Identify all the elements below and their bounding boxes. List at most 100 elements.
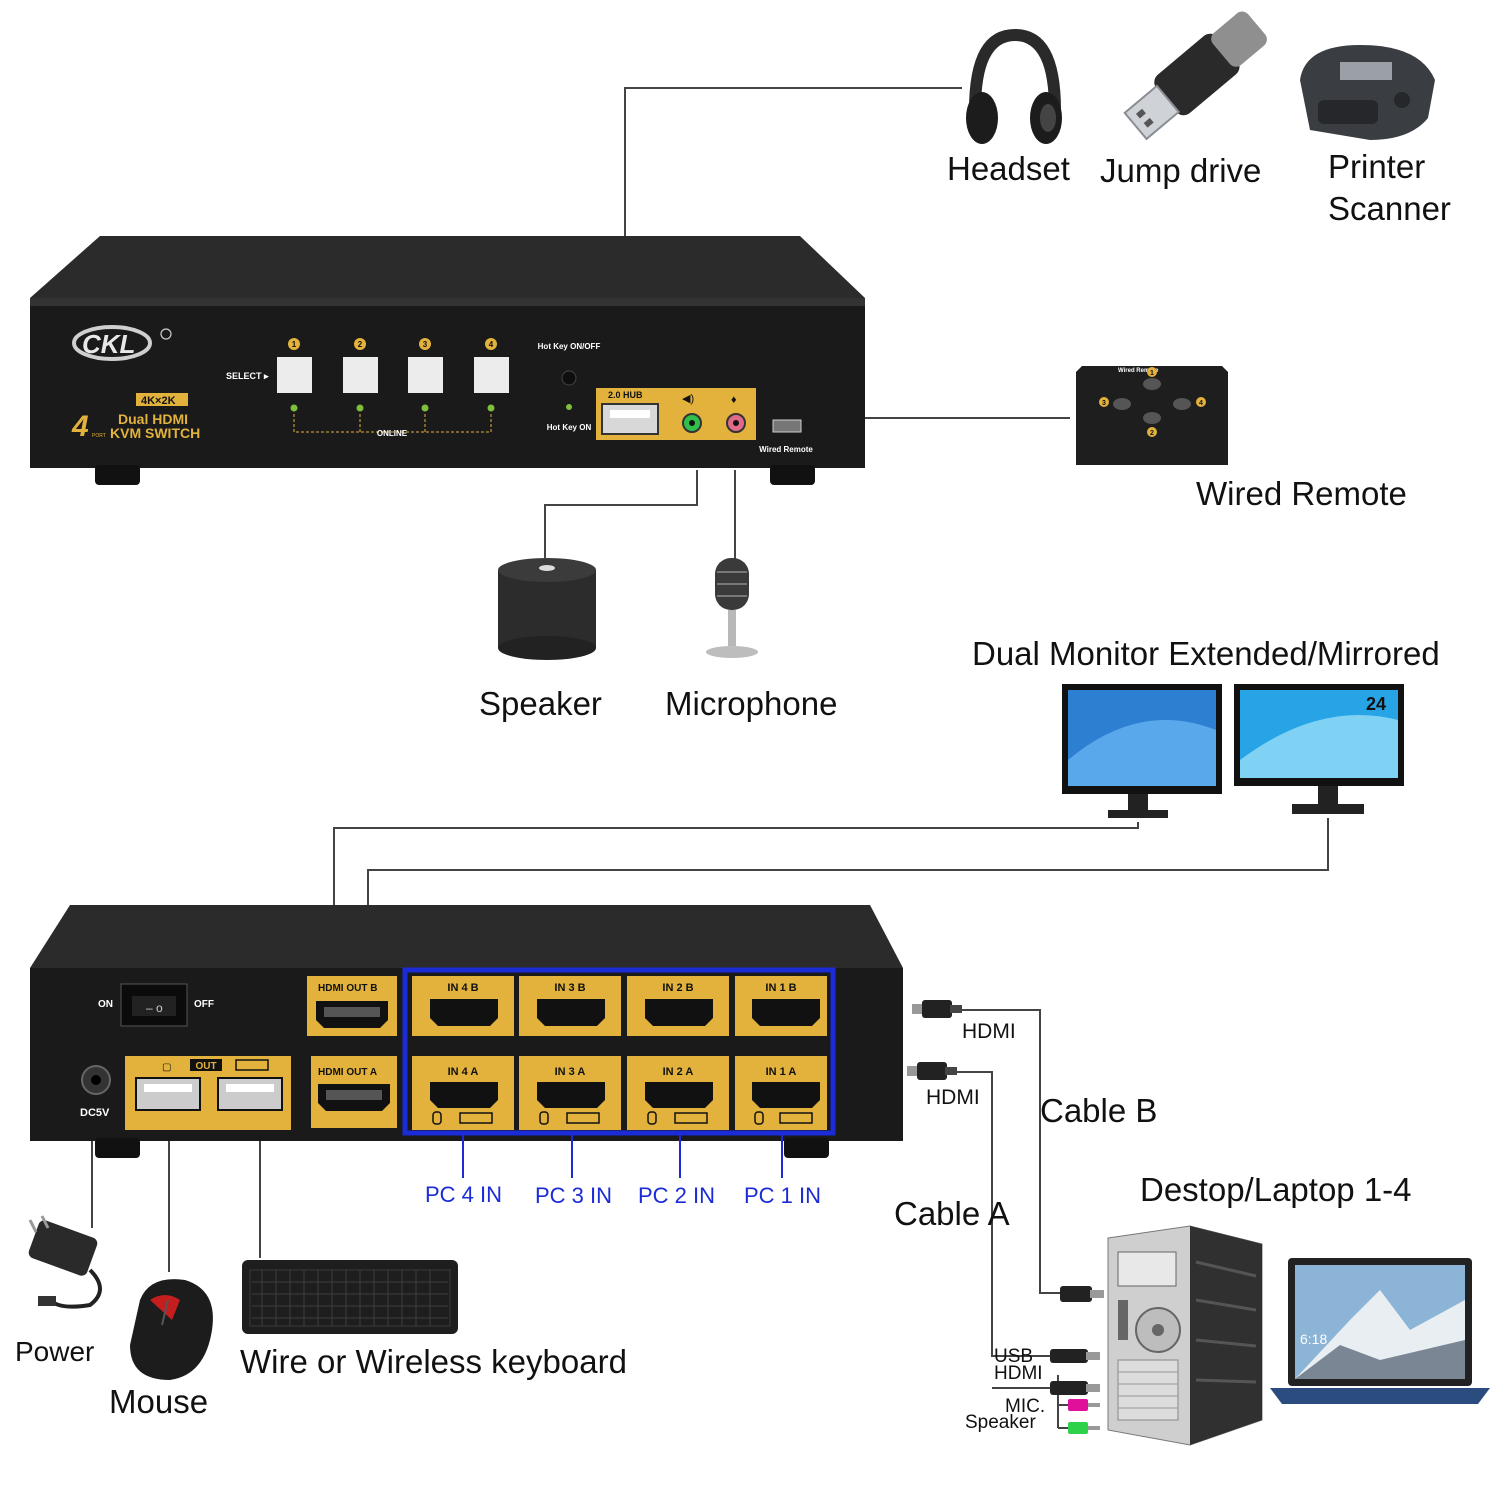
hotkey-on-label: Hot Key ON	[547, 423, 592, 432]
select-button-2[interactable]	[343, 357, 378, 393]
mouse-icon	[130, 1279, 213, 1380]
jump-drive-icon	[1123, 11, 1267, 141]
dual-monitor-label: Dual Monitor Extended/Mirrored	[972, 635, 1440, 672]
desktop-tower-icon	[1107, 1225, 1263, 1446]
pc-input-labels	[462, 1135, 783, 1178]
input-1b-label: IN 1 B	[765, 982, 796, 994]
speaker-cable-label: Speaker	[965, 1412, 1036, 1433]
button-number-1: 1	[292, 340, 297, 349]
select-button-1[interactable]	[277, 357, 312, 393]
power-label: Power	[15, 1336, 94, 1367]
headset-label: Headset	[947, 150, 1070, 187]
monitor-size-badge: 24	[1366, 694, 1386, 714]
speaker-device-icon	[498, 558, 596, 660]
speaker-icon: ◀)	[682, 393, 694, 405]
keyboard-label: Wire or Wireless keyboard	[240, 1343, 627, 1380]
wired-remote-port[interactable]	[772, 419, 802, 433]
usb-cable-label: USB	[994, 1346, 1033, 1367]
input-2b-label: IN 2 B	[662, 982, 693, 994]
power-adapter-icon	[28, 1215, 102, 1309]
mic-plug-icon	[1068, 1399, 1088, 1411]
pc1-in-label: PC 1 IN	[744, 1183, 821, 1208]
mic-cable-label: MIC.	[1005, 1396, 1045, 1417]
usb-port-mouse[interactable]	[135, 1077, 201, 1111]
cable-a-label: Cable A	[894, 1195, 1010, 1232]
switch-on-label: ON	[98, 999, 113, 1010]
keyboard-port-icon	[235, 1059, 269, 1071]
pc-input-highlight	[402, 967, 836, 1136]
pc4-in-label: PC 4 IN	[425, 1182, 502, 1207]
hdmi-in-1b-port[interactable]	[752, 999, 820, 1026]
hub-label: 2.0 HUB	[608, 390, 643, 400]
hdmi-cable-label: HDMI	[994, 1363, 1043, 1384]
input-4a-label: IN 4 A	[448, 1066, 479, 1078]
mouse-label: Mouse	[109, 1383, 208, 1420]
button-number-3: 3	[423, 340, 428, 349]
laptop-clock: 6:18	[1300, 1331, 1327, 1347]
input-3a-label: IN 3 A	[555, 1066, 586, 1078]
switch-off-label: OFF	[194, 999, 214, 1010]
hdmi-in-3b-port[interactable]	[537, 999, 605, 1026]
usb-port-front[interactable]	[601, 403, 659, 435]
hdmi-in-2b-port[interactable]	[645, 999, 713, 1026]
pc3-in-label: PC 3 IN	[535, 1183, 612, 1208]
hdmi-in-2a-port[interactable]	[645, 1082, 713, 1108]
hdmi-in-4a-port[interactable]	[430, 1082, 498, 1108]
laptop-icon: 6:18	[1270, 1258, 1490, 1404]
remote-num-1: 1	[1150, 370, 1154, 377]
input-4b-label: IN 4 B	[447, 982, 478, 994]
hdmi-in-4b-port[interactable]	[430, 999, 498, 1026]
microphone-icon: ♦	[731, 394, 737, 406]
monitor-right-icon: 24	[1234, 684, 1404, 814]
hdmi-in-1a-port[interactable]	[752, 1082, 820, 1108]
kvm-front-panel: CKL 4K×2K 4 PORT Dual HDMI KVM SWITCH SE…	[30, 236, 865, 485]
online-label: ONLINE	[377, 429, 408, 438]
computers-label: Destop/Laptop 1-4	[1140, 1171, 1412, 1208]
hdmi-top-label: HDMI	[962, 1020, 1016, 1043]
hdmi-plug-bottom-icon	[907, 1062, 957, 1080]
remote-num-3: 3	[1102, 400, 1106, 407]
brand-text: CKL	[82, 329, 135, 359]
button-number-2: 2	[358, 340, 363, 349]
pc2-in-label: PC 2 IN	[638, 1183, 715, 1208]
cable-b-label: Cable B	[1040, 1092, 1157, 1129]
keyboard-icon	[242, 1260, 458, 1334]
out-label: OUT	[195, 1061, 216, 1072]
svg-text:– o: – o	[146, 1001, 163, 1015]
button-number-4: 4	[489, 340, 494, 349]
printer-label: Printer	[1328, 148, 1425, 185]
product-line2: KVM SWITCH	[110, 425, 200, 441]
remote-num-2: 2	[1150, 430, 1154, 437]
select-button-4[interactable]	[474, 357, 509, 393]
pc-cable-plugs	[1050, 1286, 1104, 1434]
microphone-label: Microphone	[665, 685, 837, 722]
wired-remote-label: Wired Remote	[1196, 475, 1407, 512]
resolution-badge: 4K×2K	[141, 395, 176, 407]
port-word: PORT	[92, 433, 106, 439]
remote-title: Wired Remote	[1118, 368, 1159, 374]
mouse-port-icon: ▢	[162, 1062, 171, 1073]
hotkey-button[interactable]	[561, 370, 577, 386]
scanner-label: Scanner	[1328, 190, 1451, 227]
hdmi-input-grid: IN 4 B IN 3 B IN 2 B IN 1 B IN 4 A IN 3 …	[412, 976, 827, 1130]
remote-num-4: 4	[1199, 400, 1203, 407]
hdmi-in-3a-port[interactable]	[537, 1082, 605, 1108]
monitor-left-icon	[1062, 684, 1222, 818]
wired-remote-icon: Wired Remote 1 2 3 4	[1076, 366, 1228, 465]
hdmi-bottom-label: HDMI	[926, 1086, 980, 1109]
hdmi-out-b-label: HDMI OUT B	[318, 983, 377, 994]
microphone-device-icon	[706, 558, 758, 658]
printer-scanner-icon	[1300, 45, 1435, 140]
hdmi-plug-top-icon	[912, 1000, 962, 1018]
port-count: 4	[71, 410, 89, 443]
kvm-rear-panel: ON – o OFF DC5V OUT ▢ HDMI OUT B HDMI OU…	[30, 905, 903, 1158]
input-1a-label: IN 1 A	[766, 1066, 797, 1078]
usb-port-keyboard[interactable]	[217, 1077, 283, 1111]
jump-drive-label: Jump drive	[1100, 152, 1261, 189]
dc-label: DC5V	[80, 1107, 110, 1119]
hotkey-onoff-label: Hot Key ON/OFF	[538, 342, 601, 351]
select-buttons: 1 2 3 4	[277, 338, 509, 412]
product-line1: Dual HDMI	[118, 411, 188, 427]
select-button-3[interactable]	[408, 357, 443, 393]
